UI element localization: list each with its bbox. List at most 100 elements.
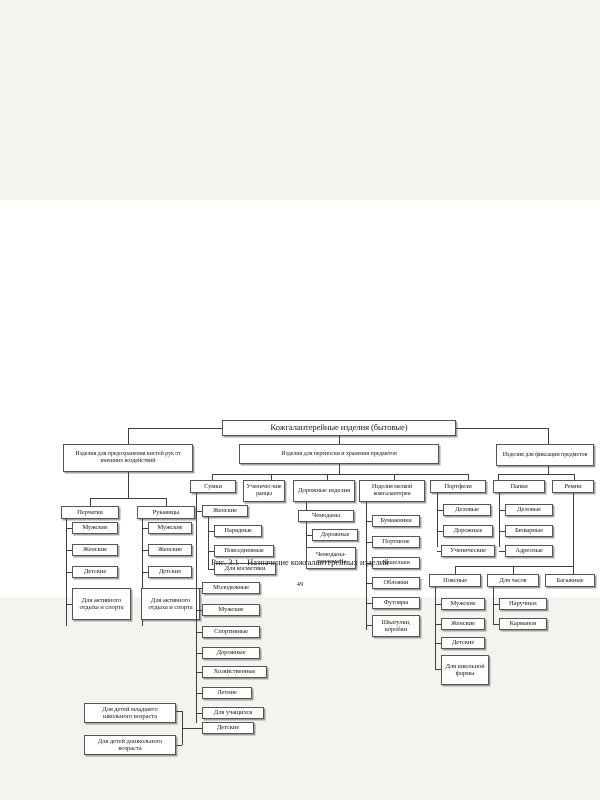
node-belts-waist: Поясные <box>429 574 481 587</box>
connector <box>437 493 438 547</box>
node-bags: Сумки <box>190 480 236 493</box>
node-bags-women-label: Женские <box>213 507 237 515</box>
connector <box>366 521 372 522</box>
connector <box>66 572 72 573</box>
connector <box>196 672 202 673</box>
node-travel-suitcases-label: Чемоданы <box>312 512 340 520</box>
figure-caption: Рис. 3.1 – Назначение кожгалантерейных и… <box>211 558 389 567</box>
connector <box>271 474 272 480</box>
node-branch-hands: Изделия для предохранения кистей рук от … <box>63 444 193 472</box>
node-belts-waist-men: Мужские <box>441 598 485 610</box>
node-gloves-sport-label: Для активного отдыха и спорта <box>79 596 124 611</box>
node-satchels: Ученичес-кие ранцы <box>243 480 285 502</box>
node-belts-watch-wrist: Наручных <box>499 598 547 610</box>
connector <box>196 653 202 654</box>
connector <box>366 563 372 564</box>
connector <box>208 531 214 532</box>
connector <box>196 493 197 723</box>
node-gloves-kids-label: Детские <box>83 568 107 576</box>
connector <box>499 493 500 547</box>
node-belts-waist-school: Для школьной формы <box>441 655 489 685</box>
node-bags-women-dressy: Нарядные <box>214 525 262 537</box>
node-branch-fix: Изделия для фиксации предметов <box>496 444 594 466</box>
node-belts-label: Ремни <box>564 482 582 490</box>
node-gloves-women-label: Женские <box>83 546 107 554</box>
connector <box>455 566 456 574</box>
node-belts-waist-women: Женские <box>441 618 485 630</box>
node-bags-students: Для учащихся <box>202 707 264 719</box>
node-bags-summer-label: Летние <box>217 689 237 697</box>
connector <box>66 604 72 605</box>
node-satchels-label: Ученичес-кие ранцы <box>246 484 282 497</box>
node-bags-women-daily: Повседневные <box>214 545 274 557</box>
connector <box>196 632 202 633</box>
connector <box>208 569 214 570</box>
connector <box>166 498 167 506</box>
connector <box>176 711 182 712</box>
connector <box>548 466 549 474</box>
connector <box>435 669 441 670</box>
node-mittens: Рукавицы <box>137 506 195 519</box>
connector <box>366 603 372 604</box>
connector <box>90 498 91 506</box>
node-bags-men-label: Мужские <box>218 606 244 614</box>
node-belts-luggage: Багажные <box>545 574 595 587</box>
connector <box>366 625 372 626</box>
node-small-portmone: Портмоне <box>372 536 420 548</box>
connector <box>548 428 549 444</box>
node-bags-students-label: Для учащихся <box>213 709 253 717</box>
node-gloves-sport: Для активного отдыха и спорта <box>72 588 131 620</box>
node-bags-youth: Молодежные <box>202 582 260 594</box>
connector <box>212 474 468 475</box>
node-branch-carry-label: Изделия для переноски и хранения предмет… <box>281 450 397 457</box>
node-mittens-sport: Для активного отдыха и спорта <box>141 588 200 620</box>
node-briefcases: Портфели <box>430 480 486 493</box>
node-belts-watch-wrist-label: Наручных <box>509 600 537 608</box>
node-branch-fix-label: Изделия для фиксации предметов <box>502 451 588 458</box>
document-page: Кожгалантерейные изделия (бытовые) Издел… <box>0 200 600 755</box>
node-mittens-sport-label: Для активного отдыха и спорта <box>148 596 193 611</box>
node-belts-waist-kids: Детские <box>441 637 485 649</box>
connector <box>437 531 443 532</box>
node-briefcases-school: Ученические <box>441 545 495 557</box>
node-mittens-women: Женские <box>148 544 192 556</box>
connector <box>142 528 148 529</box>
connector <box>327 474 328 480</box>
node-small-cases: Футляры <box>372 597 420 609</box>
connector <box>128 428 129 444</box>
connector <box>196 693 202 694</box>
node-belts-waist-school-label: Для школьной формы <box>445 662 485 677</box>
node-belts-watch-label: Для часов <box>499 576 527 584</box>
connector <box>493 587 494 624</box>
node-bags-household: Хозяйственные <box>202 666 267 678</box>
node-gloves: Перчатки <box>61 506 119 519</box>
node-briefcases-label: Портфели <box>444 482 472 490</box>
node-small-purses-label: Кошельки <box>382 559 410 567</box>
connector <box>468 474 469 480</box>
connector <box>498 474 499 480</box>
node-folders-label: Папки <box>510 482 528 490</box>
node-travel-suitcases-diplomat: Чемоданы-дипломаты <box>306 547 356 569</box>
connector <box>90 498 166 499</box>
node-mittens-label: Рукавицы <box>152 508 180 516</box>
node-mittens-kids-label: Детские <box>158 568 182 576</box>
node-small-boxes: Шкатулки, коробки <box>372 615 420 637</box>
connector <box>499 551 505 552</box>
connector <box>306 522 307 558</box>
connector <box>435 624 441 625</box>
connector <box>182 711 183 745</box>
connector <box>499 510 505 511</box>
connector <box>366 502 367 630</box>
connector <box>435 604 441 605</box>
node-branch-hands-label: Изделия для предохранения кистей рук от … <box>75 451 181 464</box>
node-folders: Папки <box>493 480 545 493</box>
connector <box>142 572 148 573</box>
node-mittens-men-label: Мужские <box>157 524 183 532</box>
node-gloves-label: Перчатки <box>77 508 103 516</box>
node-folders-desk-label: Бюварные <box>514 527 544 535</box>
node-small-covers: Обложки <box>372 577 420 589</box>
connector <box>208 551 214 552</box>
node-gloves-women: Женские <box>72 544 118 556</box>
node-bags-women-cosmetic-label: Для косметики <box>224 565 266 573</box>
node-travel-suitcases: Чемоданы <box>298 510 354 522</box>
